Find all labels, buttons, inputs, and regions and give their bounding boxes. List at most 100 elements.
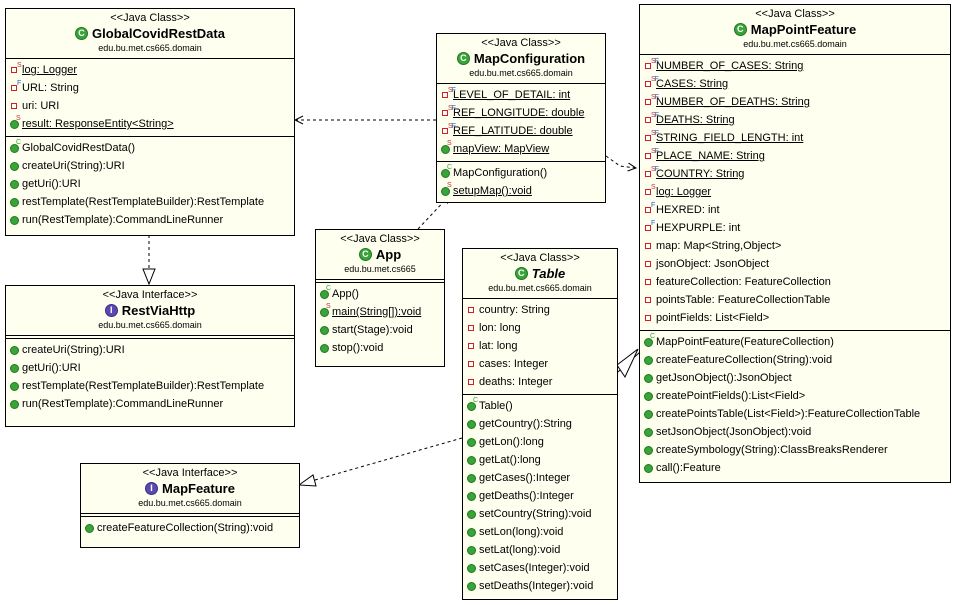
field-text: DEATHS: String xyxy=(656,114,735,126)
public-visibility-icon xyxy=(10,179,19,189)
field-row[interactable]: country: String xyxy=(463,301,617,319)
method-text: getLat():long xyxy=(479,454,541,466)
field-row[interactable]: deaths: Integer xyxy=(463,373,617,391)
method-row[interactable]: getUri():URI xyxy=(6,175,294,193)
method-row[interactable]: getLat():long xyxy=(463,451,617,469)
method-row[interactable]: restTemplate(RestTemplateBuilder):RestTe… xyxy=(6,193,294,211)
class-stereotype: <<Java Class>> xyxy=(500,252,580,264)
method-row[interactable]: createUri(String):URI xyxy=(6,341,294,359)
public-visibility-icon xyxy=(10,215,19,225)
public-visibility-icon: C xyxy=(320,285,331,299)
field-text: URL: String xyxy=(22,82,79,94)
field-row[interactable]: lon: long xyxy=(463,319,617,337)
method-row[interactable]: getCases():Integer xyxy=(463,469,617,487)
method-row[interactable]: getDeaths():Integer xyxy=(463,487,617,505)
class-icon: C xyxy=(75,27,89,40)
static-modifier-icon: S xyxy=(16,114,21,122)
class-package: edu.bu.met.cs665.domain xyxy=(98,320,202,330)
method-row[interactable]: getJsonObject():JsonObject xyxy=(640,369,950,387)
final-modifier-icon: F xyxy=(654,112,659,119)
method-row[interactable]: createFeatureCollection(String):void xyxy=(640,351,950,369)
field-text: featureCollection: FeatureCollection xyxy=(656,276,831,288)
modifier-marks: SF xyxy=(651,58,659,80)
public-visibility-icon xyxy=(644,373,653,383)
method-row[interactable]: call():Feature xyxy=(640,459,950,477)
field-text: CASES: String xyxy=(656,78,729,90)
public-visibility-icon xyxy=(467,491,476,501)
method-row[interactable]: setLat(long):void xyxy=(463,541,617,559)
static-modifier-icon: S xyxy=(447,181,452,189)
field-row[interactable]: pointsTable: FeatureCollectionTable xyxy=(640,291,950,309)
method-row[interactable]: createPointsTable(List<Field>):FeatureCo… xyxy=(640,405,950,423)
class-stereotype: <<Java Class>> xyxy=(340,233,420,245)
method-row[interactable]: start(Stage):void xyxy=(316,321,444,339)
method-row[interactable]: setJsonObject(JsonObject):void xyxy=(640,423,950,441)
method-row[interactable]: getCountry():String xyxy=(463,415,617,433)
field-row[interactable]: map: Map<String,Object> xyxy=(640,237,950,255)
class-icon: C xyxy=(358,248,372,261)
method-row[interactable]: setCountry(String):void xyxy=(463,505,617,523)
private-visibility-icon xyxy=(468,325,474,331)
method-row[interactable]: restTemplate(RestTemplateBuilder):RestTe… xyxy=(6,377,294,395)
private-visibility-icon xyxy=(468,361,474,367)
field-row[interactable]: cases: Integer xyxy=(463,355,617,373)
method-row[interactable]: createSymbology(String):ClassBreaksRende… xyxy=(640,441,950,459)
method-row[interactable]: stop():void xyxy=(316,339,444,357)
method-row[interactable]: run(RestTemplate):CommandLineRunner xyxy=(6,395,294,413)
method-row[interactable]: createFeatureCollection(String):void xyxy=(81,519,299,537)
method-row[interactable]: run(RestTemplate):CommandLineRunner xyxy=(6,211,294,229)
field-row[interactable]: lat: long xyxy=(463,337,617,355)
field-row[interactable]: uri: URI xyxy=(6,97,294,115)
method-row[interactable]: setCases(Integer):void xyxy=(463,559,617,577)
method-row[interactable]: setDeaths(Integer):void xyxy=(463,577,617,595)
field-row[interactable]: pointFields: List<Field> xyxy=(640,309,950,327)
field-text: pointFields: List<Field> xyxy=(656,312,770,324)
method-row[interactable]: createPointFields():List<Field> xyxy=(640,387,950,405)
field-row[interactable]: jsonObject: JsonObject xyxy=(640,255,950,273)
field-text: HEXRED: int xyxy=(656,204,720,216)
field-row[interactable]: featureCollection: FeatureCollection xyxy=(640,273,950,291)
class-name: App xyxy=(375,247,402,262)
private-visibility-icon: SF xyxy=(645,94,659,105)
method-row[interactable]: createUri(String):URI xyxy=(6,157,294,175)
method-row[interactable]: getUri():URI xyxy=(6,359,294,377)
method-row[interactable]: setLon(long):void xyxy=(463,523,617,541)
method-row[interactable]: getLon():long xyxy=(463,433,617,451)
modifier-marks: SF xyxy=(448,87,456,109)
method-text: run(RestTemplate):CommandLineRunner xyxy=(22,214,224,226)
